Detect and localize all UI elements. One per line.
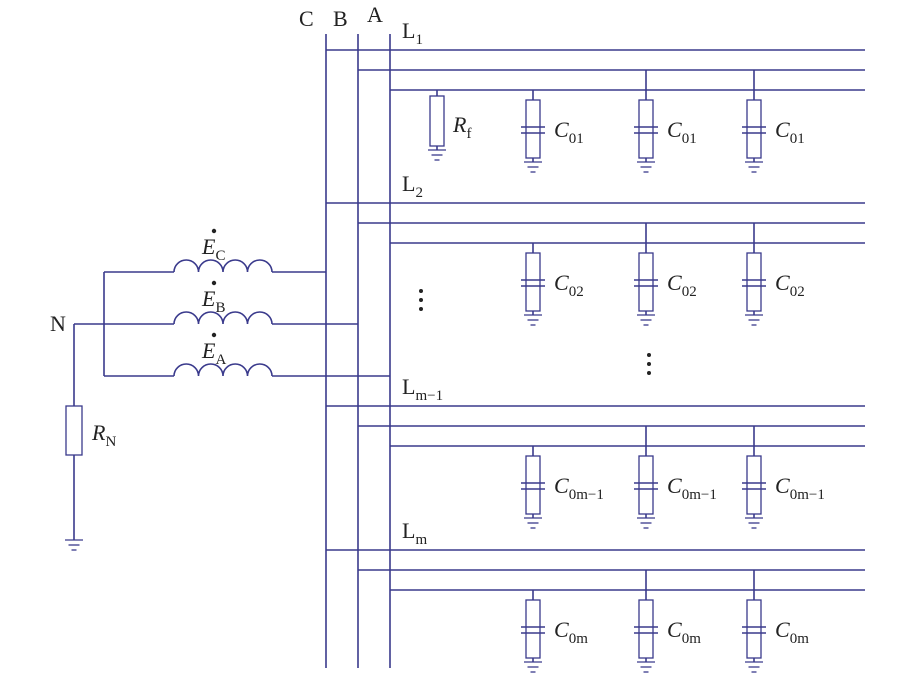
ground-icon	[637, 517, 655, 529]
ellipsis-dot	[419, 289, 423, 293]
ellipsis-dot	[647, 362, 651, 366]
capacitor-body	[525, 455, 541, 515]
ellipsis-dot	[647, 371, 651, 375]
feeder-label: Lm−1	[402, 374, 443, 404]
emf-label: EC	[201, 234, 225, 264]
capacitor-body	[638, 252, 654, 312]
ground-icon	[745, 517, 763, 529]
ground-icon	[524, 517, 542, 529]
capacitor-body	[638, 455, 654, 515]
ground-resistor-label: RN	[91, 420, 116, 450]
capacitor-label: C01	[554, 117, 584, 147]
capacitor-body	[746, 252, 762, 312]
capacitor-label: C01	[775, 117, 805, 147]
capacitor-label: C0m	[775, 617, 809, 647]
ground-resistor-body	[65, 405, 83, 456]
ellipsis-dot	[647, 353, 651, 357]
capacitor-label: C0m−1	[667, 473, 717, 503]
feeder-label: L2	[402, 171, 423, 201]
bus-label-c: C	[299, 6, 314, 31]
capacitor-body	[746, 99, 762, 159]
bus-label-a: A	[367, 2, 383, 27]
emf-label: EA	[201, 338, 226, 368]
capacitor-label: C0m−1	[554, 473, 604, 503]
capacitor-body	[525, 252, 541, 312]
capacitor-label: C0m	[554, 617, 588, 647]
ground-icon	[637, 161, 655, 173]
capacitor-body	[525, 99, 541, 159]
ground-icon	[745, 661, 763, 673]
ground-icon	[745, 161, 763, 173]
ground-icon	[745, 314, 763, 326]
ellipsis-dot	[419, 298, 423, 302]
ground-icon	[524, 161, 542, 173]
capacitor-label: C02	[667, 270, 697, 300]
capacitor-label: C0m	[667, 617, 701, 647]
ground-icon	[637, 314, 655, 326]
capacitor-label: C02	[775, 270, 805, 300]
emf-label: EB	[201, 286, 225, 316]
ground-icon	[524, 661, 542, 673]
winding-coil	[173, 363, 273, 377]
phasor-dot	[211, 228, 217, 234]
capacitor-body	[746, 599, 762, 659]
neutral-label: N	[50, 311, 66, 336]
phasor-dot	[211, 332, 217, 338]
ground-icon	[524, 314, 542, 326]
ground-icon	[637, 661, 655, 673]
capacitor-label: C01	[667, 117, 697, 147]
capacitor-body	[525, 599, 541, 659]
bus-label-b: B	[333, 6, 348, 31]
capacitor-body	[638, 99, 654, 159]
capacitor-body	[638, 599, 654, 659]
phasor-dot	[211, 280, 217, 286]
capacitor-label: C0m−1	[775, 473, 825, 503]
capacitor-body	[746, 455, 762, 515]
winding-coil	[173, 259, 273, 273]
ellipsis-dot	[419, 307, 423, 311]
fault-resistor-label: Rf	[452, 112, 471, 142]
ground-icon	[428, 149, 446, 161]
ground-icon	[65, 539, 83, 551]
feeder-label: L1	[402, 18, 423, 48]
feeder-label: Lm	[402, 518, 427, 548]
fault-resistor-body	[429, 95, 445, 147]
winding-coil	[173, 311, 273, 325]
wiring	[65, 34, 865, 673]
capacitor-label: C02	[554, 270, 584, 300]
